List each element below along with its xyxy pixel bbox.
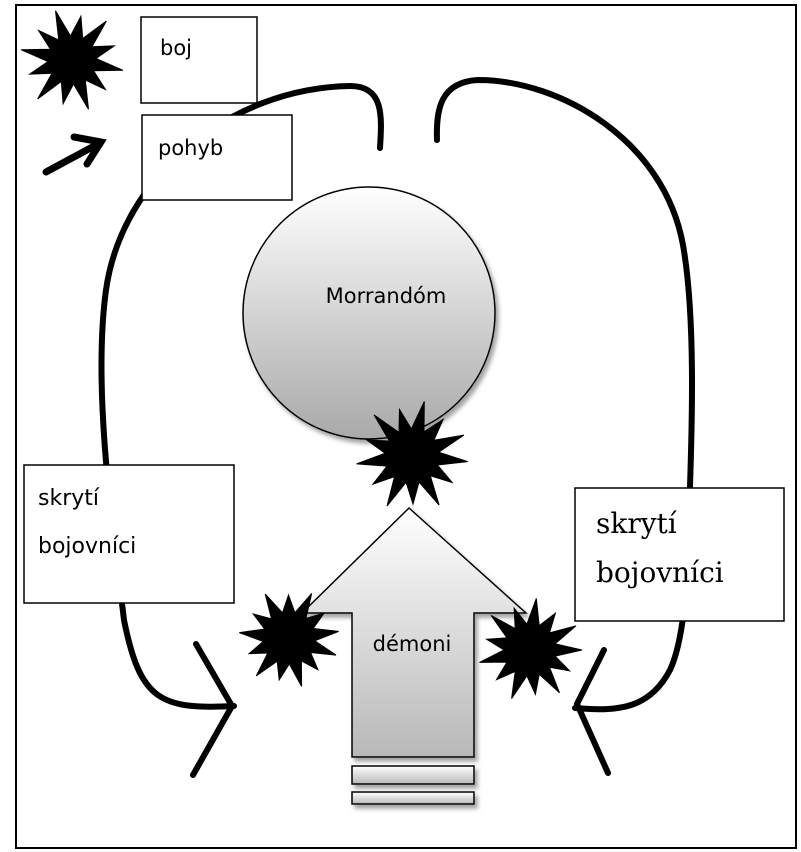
left-hidden-fighters-line: skrytí [38, 486, 100, 511]
legend-fight-label: boj [160, 36, 192, 60]
right-burst-icon [479, 598, 583, 699]
right-hidden-fighters-box [574, 487, 785, 622]
morrandom-label: Morrandóm [326, 284, 447, 308]
right-chevron-arrowhead [573, 647, 611, 776]
left-flank-path [98, 82, 384, 710]
legend-burst-icon [20, 10, 124, 110]
demons-arrow [300, 506, 528, 805]
morrandom-circle [242, 186, 496, 440]
right-flank-path [433, 76, 696, 713]
arrow-icon [42, 133, 107, 176]
legend-fight-box [140, 16, 258, 104]
left-hidden-fighters-line: bojovníci [38, 534, 136, 559]
legend-movement-label: pohyb [158, 136, 223, 160]
arrow-trail-stripe [351, 765, 475, 785]
left-hidden-fighters-box [23, 464, 235, 604]
legend-movement-box [141, 114, 293, 201]
demons-label: démoni [373, 632, 452, 656]
arrow-trail-stripe [351, 791, 475, 805]
center-burst-icon [356, 401, 468, 507]
left-burst-icon [239, 593, 339, 687]
left-chevron-arrowhead [190, 641, 236, 778]
right-hidden-fighters-line: skrytí [596, 507, 678, 540]
right-hidden-fighters-line: bojovníci [596, 556, 724, 589]
